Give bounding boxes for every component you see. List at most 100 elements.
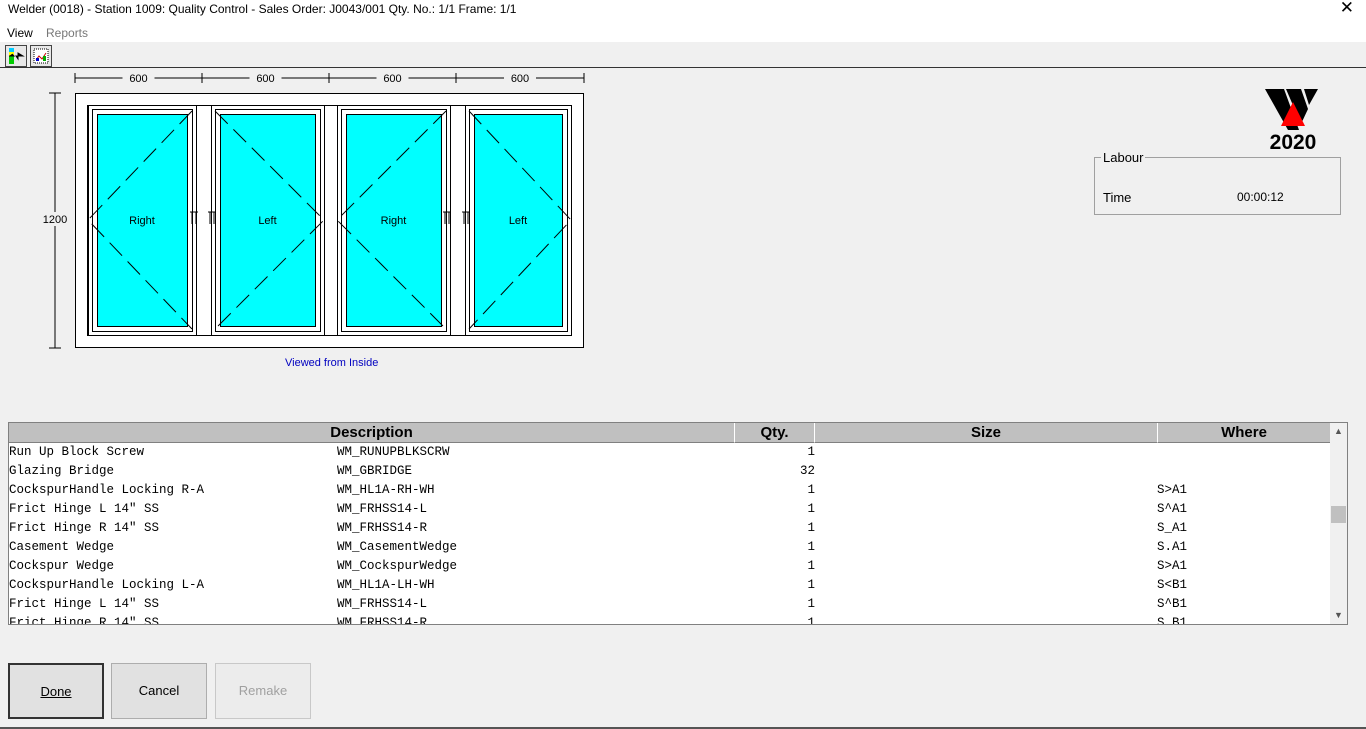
cell-qty: 1 <box>807 559 815 573</box>
cell-qty: 1 <box>807 445 815 459</box>
sash-label: Right <box>381 215 407 227</box>
cell-code: WM_FRHSS14-L <box>337 597 428 611</box>
remake-button[interactable]: Remake <box>215 663 311 719</box>
sash-label: Left <box>509 215 527 227</box>
cell-qty: 1 <box>807 483 815 497</box>
width-dimension: 600 <box>511 73 529 85</box>
scroll-up-icon[interactable]: ▲ <box>1334 426 1343 436</box>
table-row[interactable]: Frict Hinge R 14" SS WM_FRHSS14-R 1 S_B1 <box>9 614 1331 625</box>
cell-code: WM_FRHSS14-L <box>337 502 428 516</box>
cell-code: WM_RUNUPBLKSCRW <box>337 445 450 459</box>
table-row[interactable]: Run Up Block Screw WM_RUNUPBLKSCRW 1 <box>9 443 1331 462</box>
height-dimension: 1200 <box>43 214 67 226</box>
menu-view[interactable]: View <box>7 26 33 40</box>
header-size[interactable]: Size <box>815 423 1158 443</box>
done-button[interactable]: Done <box>8 663 104 719</box>
scroll-down-icon[interactable]: ▼ <box>1334 610 1343 620</box>
width-dimension: 600 <box>383 73 401 85</box>
cell-where: S^A1 <box>1157 502 1188 516</box>
cell-qty: 1 <box>807 540 815 554</box>
width-dimension: 600 <box>129 73 147 85</box>
viewed-from-label: Viewed from Inside <box>285 357 379 369</box>
vertical-scrollbar[interactable]: ▲ ▼ <box>1330 423 1347 624</box>
sash-panel[interactable]: Right <box>336 105 451 336</box>
header-description[interactable]: Description <box>9 423 735 443</box>
glass-pane <box>474 114 563 327</box>
menu-reports[interactable]: Reports <box>46 26 89 40</box>
glass-pane <box>97 114 188 327</box>
sash-panel[interactable]: Left <box>211 105 325 336</box>
cell-description: Run Up Block Screw <box>9 445 145 459</box>
cell-description: CockspurHandle Locking L-A <box>9 578 205 592</box>
divider <box>0 727 1366 729</box>
cell-where: S>A1 <box>1157 483 1188 497</box>
cell-qty: 1 <box>807 616 815 625</box>
cell-code: WM_GBRIDGE <box>337 464 413 478</box>
cell-code: WM_FRHSS14-R <box>337 616 428 625</box>
cell-code: WM_CockspurWedge <box>337 559 458 573</box>
dimension-label-bg <box>122 71 155 85</box>
logo-w-icon: 2020 <box>1265 89 1318 154</box>
window-frame-drawing: 600 600 600 600 1200 Right Left Right Left <box>40 71 585 349</box>
cell-description: Frict Hinge R 14" SS <box>9 616 160 625</box>
components-table[interactable]: Description Qty. Size Where Run Up Block… <box>8 422 1348 625</box>
time-value: 00:00:12 <box>1237 190 1284 204</box>
cell-description: CockspurHandle Locking R-A <box>9 483 205 497</box>
cell-description: Cockspur Wedge <box>9 559 115 573</box>
cell-where: S.A1 <box>1157 540 1188 554</box>
labour-group: Labour Time 00:00:12 <box>1094 150 1341 215</box>
cell-qty: 32 <box>799 464 815 478</box>
dimension-label-bg <box>40 212 70 226</box>
width-dimension: 600 <box>256 73 274 85</box>
table-row[interactable]: Frict Hinge R 14" SS WM_FRHSS14-R 1 S_A1 <box>9 519 1331 538</box>
sash-panel[interactable]: Right <box>87 105 197 336</box>
cell-description: Glazing Bridge <box>9 464 115 478</box>
toolbar <box>0 42 1366 68</box>
cell-description: Frict Hinge L 14" SS <box>9 597 160 611</box>
cell-code: WM_HL1A-RH-WH <box>337 483 435 497</box>
glass-pane <box>346 114 442 327</box>
cell-where: S^B1 <box>1157 597 1188 611</box>
cell-where: S_A1 <box>1157 521 1188 535</box>
table-row[interactable]: Glazing Bridge WM_GBRIDGE 32 <box>9 462 1331 481</box>
opening-indicator <box>87 110 193 330</box>
logo: 2020 <box>1264 88 1322 155</box>
table-row[interactable]: Cockspur Wedge WM_CockspurWedge 1 S>A1 <box>9 557 1331 576</box>
menu-bar: View Reports <box>0 22 1366 42</box>
table-row[interactable]: CockspurHandle Locking R-A WM_HL1A-RH-WH 1… <box>9 481 1331 500</box>
cell-qty: 1 <box>807 521 815 535</box>
cell-code: WM_HL1A-LH-WH <box>337 578 435 592</box>
close-button[interactable]: ✕ <box>1339 0 1354 17</box>
report-button[interactable] <box>30 45 52 67</box>
sash-label: Left <box>258 215 276 227</box>
dimension-label-bg <box>249 71 282 85</box>
dimension-label-bg <box>504 71 536 85</box>
cell-description: Frict Hinge R 14" SS <box>9 521 160 535</box>
cell-where: S_B1 <box>1157 616 1188 625</box>
title-bar: Welder (0018) - Station 1009: Quality Co… <box>0 0 1366 22</box>
cell-code: WM_FRHSS14-R <box>337 521 428 535</box>
cell-where: S>A1 <box>1157 559 1188 573</box>
cell-where: S<B1 <box>1157 578 1188 592</box>
done-label: Done <box>40 684 72 699</box>
handle-icon <box>462 211 470 224</box>
swap-view-button[interactable] <box>5 45 27 67</box>
window-title: Welder (0018) - Station 1009: Quality Co… <box>8 2 517 16</box>
labour-title: Labour <box>1101 150 1146 165</box>
cancel-button[interactable]: Cancel <box>111 663 207 719</box>
cell-qty: 1 <box>807 502 815 516</box>
handle-icon <box>208 211 216 224</box>
sash-panel[interactable]: Left <box>465 105 572 336</box>
cell-code: WM_CasementWedge <box>337 540 458 554</box>
sash-label: Right <box>129 215 155 227</box>
dimension-label-bg <box>376 71 409 85</box>
handle-icon <box>190 211 198 224</box>
scroll-thumb[interactable] <box>1331 506 1346 523</box>
glass-pane <box>220 114 316 327</box>
header-qty[interactable]: Qty. <box>735 423 815 443</box>
header-where[interactable]: Where <box>1158 423 1331 443</box>
